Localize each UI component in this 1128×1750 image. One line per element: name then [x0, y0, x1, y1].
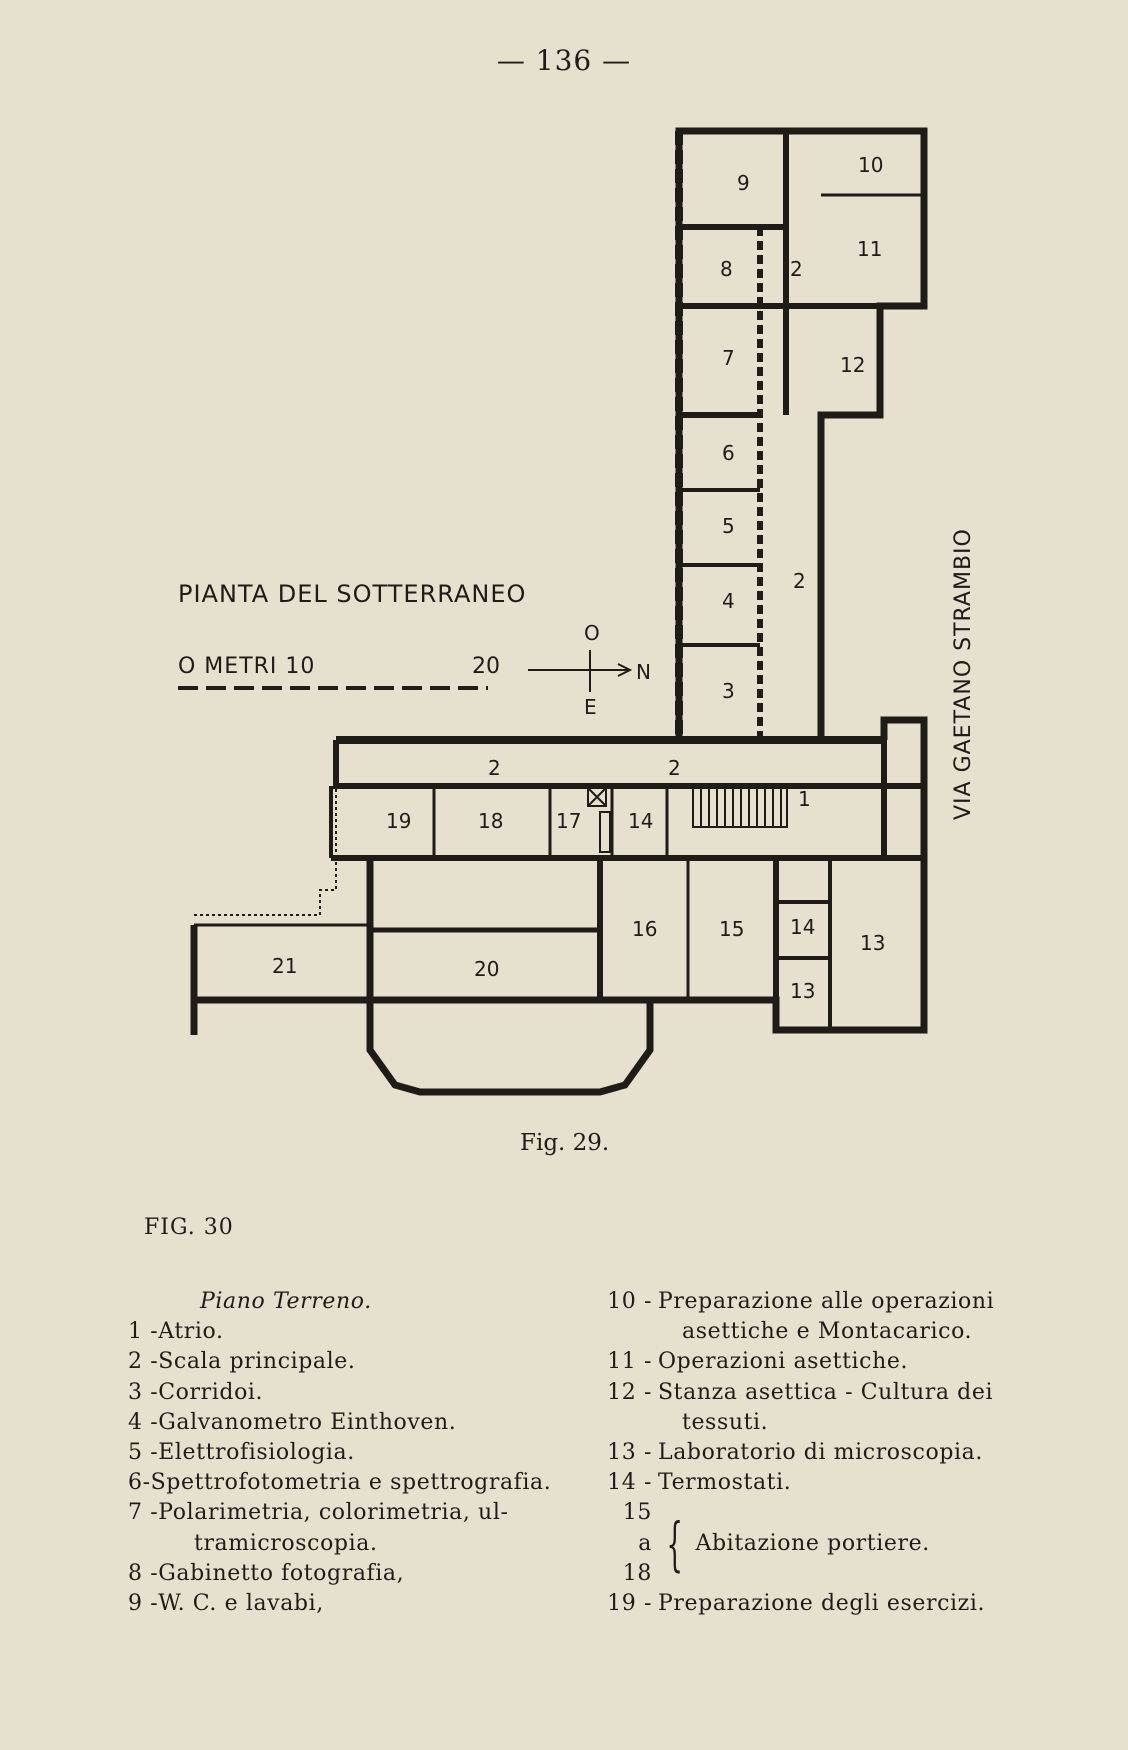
legend-item: 13 -Laboratorio di microscopia. — [607, 1440, 983, 1466]
room-label: 15 — [719, 917, 744, 941]
legend-heading: Piano Terreno. — [200, 1289, 372, 1314]
room-label: 2 — [668, 756, 681, 780]
street-label: VIA GAETANO STRAMBIO — [951, 528, 976, 820]
scale-end-label: 20 — [472, 654, 500, 679]
plan-title: PIANTA DEL SOTTERRANEO — [178, 580, 526, 608]
compass-east-label: E — [584, 695, 597, 719]
room-label: 10 — [858, 153, 883, 177]
room-label: 1 — [798, 787, 811, 811]
fig30-label: FIG. 30 — [144, 1215, 234, 1240]
legend-item-continuation: asettiche e Montacarico. — [682, 1319, 973, 1345]
room-label: 14 — [628, 809, 653, 833]
page-number: — 136 — — [496, 44, 632, 77]
legend-item-continuation: tramicroscopia. — [194, 1530, 378, 1556]
room-label: 2 — [488, 756, 501, 780]
room-numbers: 9 10 8 2 11 7 12 6 5 4 2 3 2 2 1 19 18 1… — [272, 153, 885, 1003]
brace-numbers: 15 a 18 — [622, 1500, 652, 1586]
room-label: 6 — [722, 441, 735, 465]
room-label: 8 — [720, 257, 733, 281]
legend-item: 12 -Stanza asettica - Cultura dei — [607, 1379, 994, 1405]
room-label: 13 — [860, 931, 885, 955]
legend-right-column: 10 -Preparazione alle operazioni asettic… — [596, 1287, 1036, 1619]
plan-annotations: PIANTA DEL SOTTERRANEO O METRI 10 20 O E… — [178, 528, 976, 820]
room-label: 2 — [793, 569, 806, 593]
legend-item: 8 - Gabinetto fotografia, — [128, 1560, 405, 1586]
legend-left-column: Piano Terreno. 1 - Atrio. 2 - Scala prin… — [128, 1287, 568, 1619]
room-label: 21 — [272, 954, 297, 978]
legend-item: 3 - Corridoi. — [128, 1379, 264, 1405]
legend-item: 19 -Preparazione degli esercizi. — [607, 1591, 986, 1617]
room-label: 18 — [478, 809, 503, 833]
room-label: 3 — [722, 679, 735, 703]
legend-item: 2 - Scala principale. — [128, 1349, 356, 1375]
fig29-caption: Fig. 29. — [520, 1130, 610, 1156]
legend-item: 9 - W. C. e lavabi, — [128, 1591, 324, 1617]
floor-plan: 9 10 8 2 11 7 12 6 5 4 2 3 2 2 1 19 18 1… — [178, 127, 976, 1096]
room-label: 14 — [790, 915, 815, 939]
compass-north-label: N — [636, 660, 651, 684]
room-label: 13 — [790, 979, 815, 1003]
legend-item: 7 - Polarimetria, colorimetria, ul- — [128, 1500, 509, 1526]
room-label: 19 — [386, 809, 411, 833]
scale-bar — [178, 650, 633, 692]
room-label: 7 — [722, 346, 735, 370]
room-label: 5 — [722, 514, 735, 538]
legend-item-continuation: tessuti. — [682, 1409, 769, 1435]
compass-west-label: O — [584, 621, 600, 645]
room-label: 11 — [857, 237, 882, 261]
legend-item: 5 - Elettrofisiologia. — [128, 1440, 355, 1466]
brace-symbol: { — [666, 1509, 684, 1578]
legend-item: 4 - Galvanometro Einthoven. — [128, 1409, 457, 1435]
room-label: 12 — [840, 353, 865, 377]
legend-item: 10 -Preparazione alle operazioni — [607, 1289, 995, 1314]
scale-label: O METRI 10 — [178, 654, 315, 679]
legend-item: 1 - Atrio. — [128, 1319, 224, 1345]
room-label: 4 — [722, 589, 735, 613]
legend-item: 6- Spettrofotometria e spettrografia. — [128, 1470, 552, 1496]
room-label: 2 — [790, 257, 803, 281]
legend-item: 11 -Operazioni asettiche. — [607, 1349, 909, 1375]
legend-braced-item: 15 a 18 { Abitazione portiere. — [596, 1498, 1036, 1589]
room-label: 16 — [632, 917, 657, 941]
plan-walls — [190, 127, 928, 1096]
lift-box — [587, 787, 611, 853]
legend-item: 14 -Termostati. — [607, 1470, 792, 1496]
room-label: 17 — [556, 809, 581, 833]
stair-treads — [700, 785, 782, 827]
room-label: 9 — [737, 171, 750, 195]
room-label: 20 — [474, 957, 499, 981]
